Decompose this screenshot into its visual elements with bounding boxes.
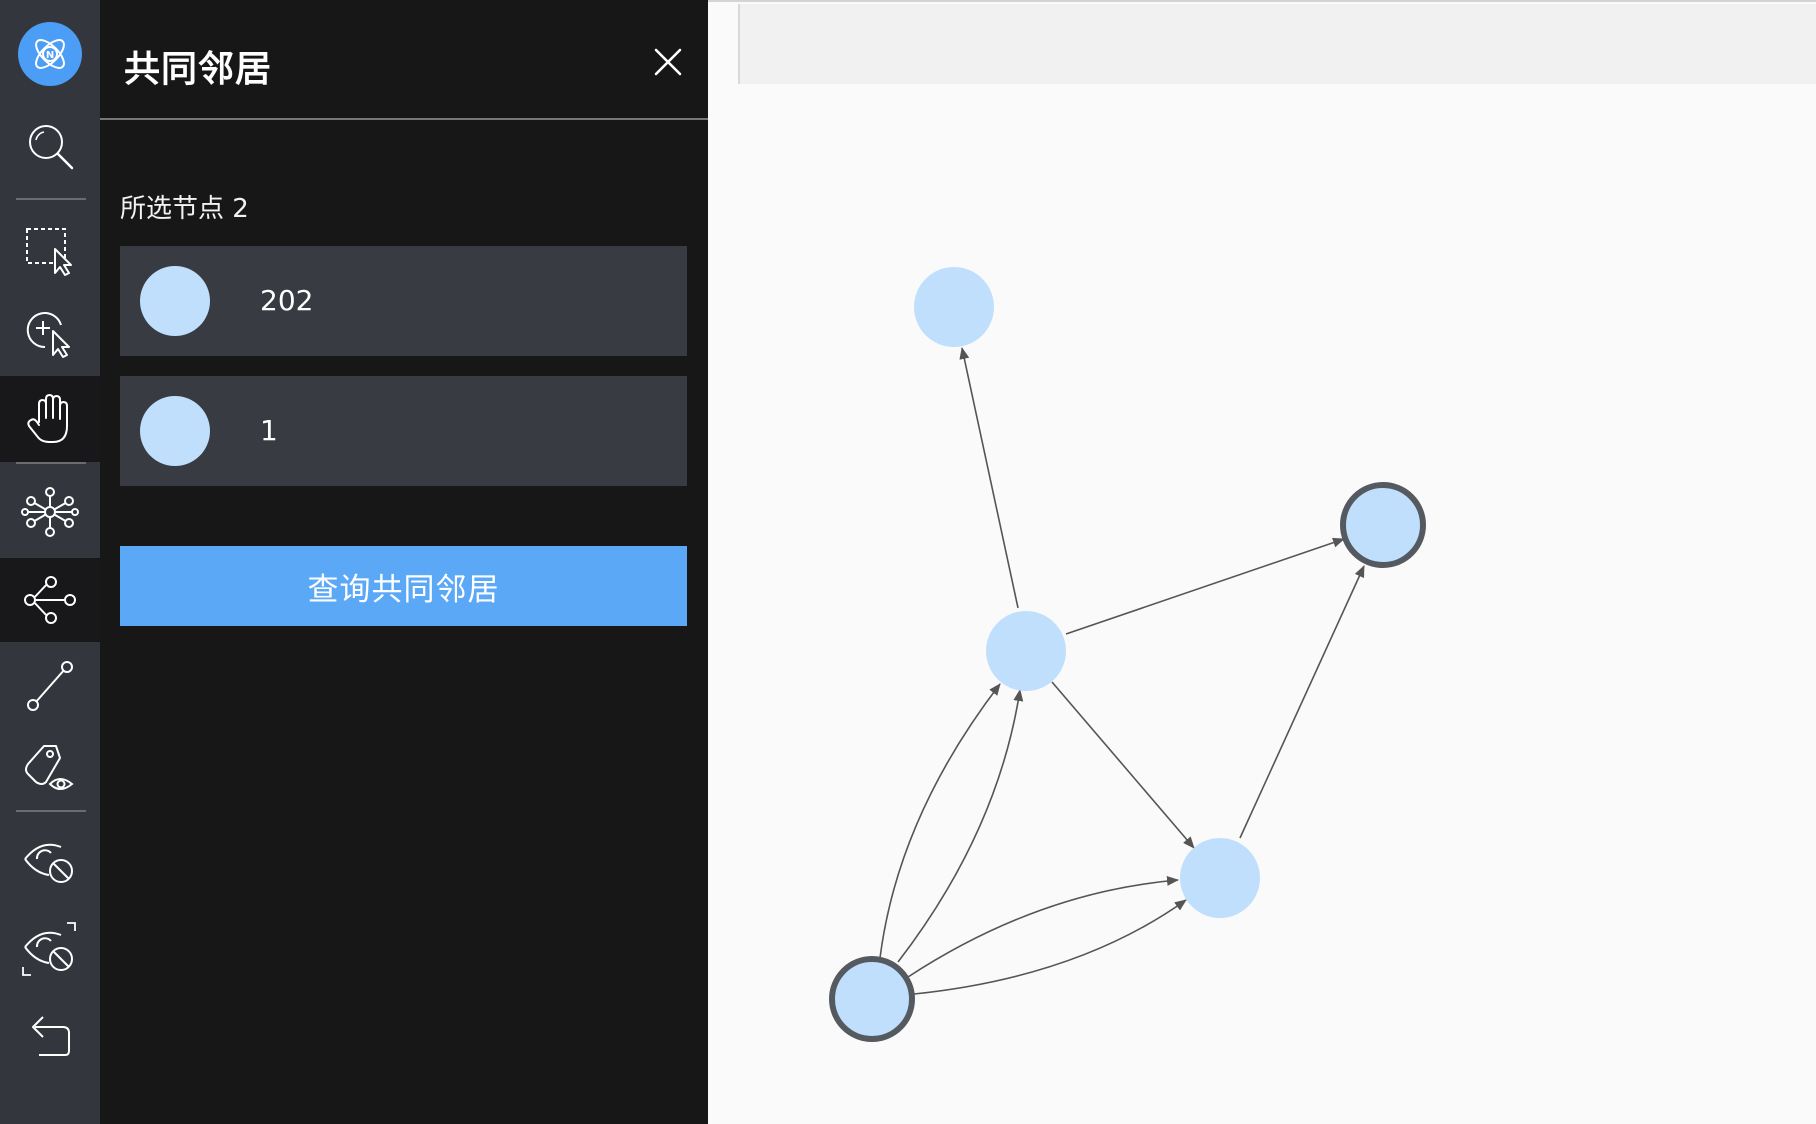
hide-reverse-icon [22,922,76,976]
graph-svg[interactable] [708,2,1816,1124]
undo-tool[interactable] [0,994,100,1078]
canvas-top-bar [738,4,1816,84]
panel-title: 共同邻居 [124,49,273,90]
left-toolbar: N [0,0,100,1124]
hand-pan-icon [27,394,68,443]
close-button[interactable] [648,42,688,82]
hand-pan-tool[interactable] [0,376,100,462]
node-id: 1 [260,414,278,447]
add-select-tool[interactable] [0,292,100,376]
node-color-dot [140,396,210,466]
graph-edge[interactable] [1239,565,1365,839]
toolbar-divider [16,462,86,464]
box-select-icon [26,228,72,276]
node-color-dot [140,266,210,336]
graph-node[interactable] [914,267,994,347]
share-neighbors-icon [24,576,76,624]
hide-reverse-tool[interactable] [0,904,100,994]
selected-node-row[interactable]: 1 [120,376,687,486]
common-neighbors-panel: 共同邻居 所选节点 2 202 1 查询共同邻居 [100,0,708,1124]
graph-edge[interactable] [907,875,1179,978]
logo-button[interactable]: N [0,16,100,92]
selected-nodes-label: 所选节点 2 [120,194,249,224]
path-icon [27,661,73,711]
node-id: 202 [260,284,314,317]
graph-edge[interactable] [959,347,1019,609]
svg-text:N: N [46,50,54,61]
graph-node[interactable] [986,611,1066,691]
graph-canvas[interactable] [708,0,1816,1124]
tag-view-tool[interactable] [0,728,100,812]
query-common-neighbors-button[interactable]: 查询共同邻居 [120,546,687,626]
network-expand-icon [21,487,79,537]
graph-edge[interactable] [897,689,1024,963]
network-expand-tool[interactable] [0,470,100,554]
undo-icon [32,1016,70,1056]
toolbar-divider [16,810,86,812]
search-tool[interactable] [0,104,100,188]
graph-edge[interactable] [879,683,1001,959]
add-select-icon [26,312,70,358]
close-icon [654,48,682,76]
graph-node-selected[interactable] [1340,482,1426,568]
graph-node-selected[interactable] [829,956,915,1042]
hide-tool[interactable] [0,820,100,904]
logo-icon: N [18,22,82,86]
graph-edge[interactable] [913,899,1187,995]
graph-node[interactable] [1180,838,1260,918]
search-icon [29,125,74,170]
share-neighbors-tool[interactable] [0,558,100,642]
panel-header: 共同邻居 [100,0,708,120]
toolbar-divider [16,198,86,200]
graph-edge[interactable] [1065,537,1345,635]
hide-icon [24,843,73,883]
selected-node-row[interactable]: 202 [120,246,687,356]
box-select-tool[interactable] [0,208,100,292]
graph-edge[interactable] [1051,681,1195,849]
path-tool[interactable] [0,644,100,728]
tag-view-icon [25,745,74,790]
